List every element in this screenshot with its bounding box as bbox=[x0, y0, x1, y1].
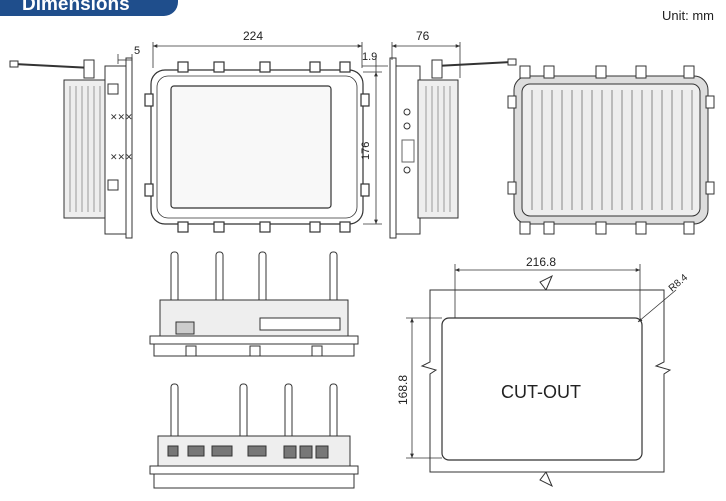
cutout-label: CUT-OUT bbox=[501, 382, 581, 402]
svg-text:✕✕✕: ✕✕✕ bbox=[110, 152, 133, 162]
offset-label: 1.9 bbox=[362, 51, 377, 63]
depth-label: 76 bbox=[416, 29, 430, 43]
cutout-height-label: 168.8 bbox=[396, 375, 410, 405]
header-tab: Dimensions bbox=[0, 0, 178, 16]
dim-width bbox=[152, 42, 363, 68]
dim-cutout-width bbox=[454, 264, 641, 318]
dim-cutout-radius bbox=[637, 289, 677, 323]
side-view-left: ✕✕✕ ✕✕✕ bbox=[9, 57, 133, 239]
rear-view bbox=[507, 65, 715, 235]
dim-offset bbox=[362, 56, 388, 72]
side-offset-label: 5 bbox=[134, 45, 140, 57]
height-label: 176 bbox=[360, 142, 372, 160]
front-view bbox=[144, 61, 370, 233]
dim-height bbox=[363, 71, 382, 225]
page-title: Dimensions bbox=[22, 0, 130, 15]
cutout-outline bbox=[420, 274, 672, 488]
cutout-radius-label: R8.4 bbox=[667, 272, 691, 294]
unit-label: Unit: mm bbox=[662, 8, 714, 23]
svg-text:✕✕✕: ✕✕✕ bbox=[110, 112, 133, 122]
dim-cutout-height bbox=[406, 317, 442, 459]
dim-side-offset bbox=[117, 54, 133, 64]
width-label: 224 bbox=[243, 29, 263, 43]
io-view bbox=[149, 383, 359, 489]
cutout-width-label: 216.8 bbox=[526, 255, 556, 269]
top-view bbox=[149, 251, 359, 357]
side-view-right bbox=[389, 57, 517, 239]
dim-depth bbox=[391, 42, 461, 78]
